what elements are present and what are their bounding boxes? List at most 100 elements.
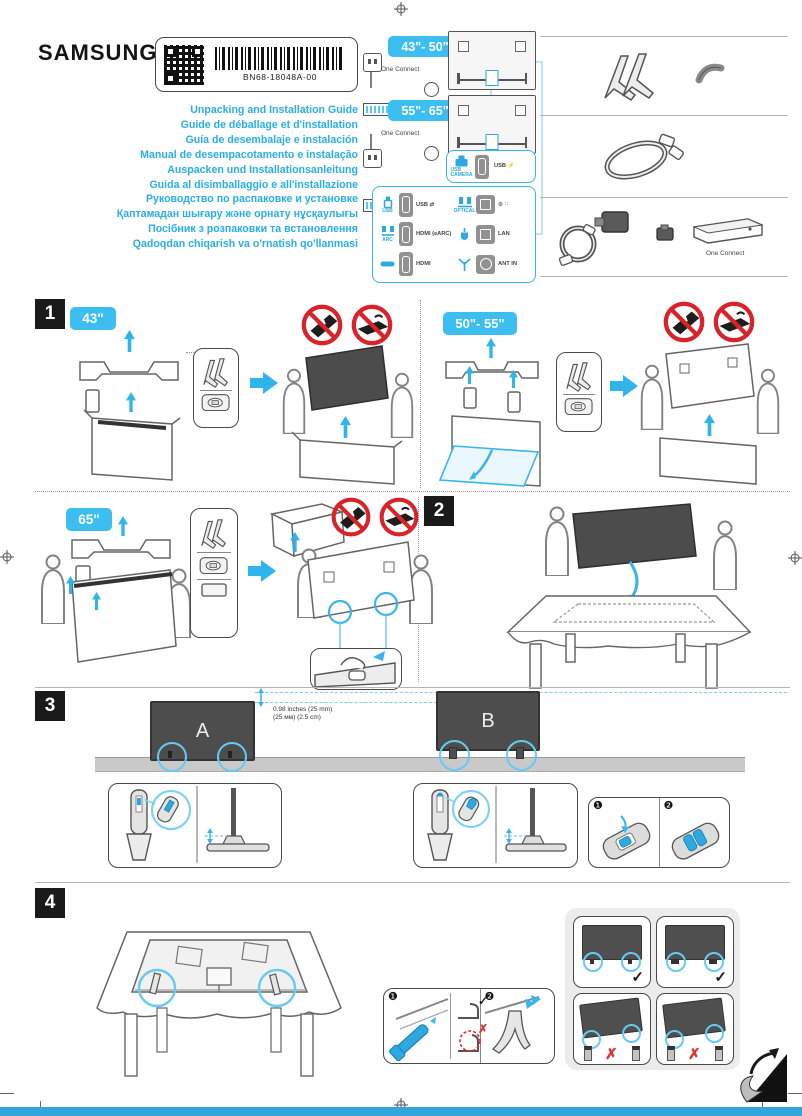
accessory-box-icon	[199, 557, 228, 575]
title-line: Қаптамадан шығару және орнату нұсқаулығы	[116, 208, 358, 221]
usb-port	[399, 192, 413, 217]
cable-tie-accessory	[604, 133, 684, 180]
port-grid: USB USB ⇄ OPTICAL ⚙ ∷ ARC HDMI (	[372, 186, 536, 283]
leg-insert-step1	[389, 998, 449, 1061]
orientation-ok-cell: ✓	[656, 916, 734, 988]
title-block: Unpacking and Installation Guide Guide d…	[60, 103, 358, 252]
usb-icon	[383, 196, 392, 208]
section-4-number: 4	[35, 888, 65, 918]
correct-mark: ✓	[714, 969, 727, 986]
tv-back-diagram-large	[448, 95, 536, 154]
soundbar-icon	[380, 261, 395, 267]
stand-parts-callout	[190, 508, 238, 638]
clip-steps-panel: ❶ ❷	[588, 797, 730, 868]
ant-port	[476, 254, 495, 274]
foot-highlight-ring	[506, 740, 537, 771]
barcode-icon	[215, 47, 345, 70]
digital-audio-out-icon: ⚙ ∷	[498, 201, 509, 208]
section-2-number: 2	[424, 496, 454, 526]
gap-arrow-icon	[258, 688, 264, 707]
gap-measurement-line2: (25 мм) (2.5 cm)	[273, 714, 321, 721]
step-1-marker: ❶	[593, 800, 603, 812]
optical-speakers-icon	[457, 196, 472, 208]
unpack-65-illustration	[41, 516, 191, 663]
hook-correct-icon	[458, 1003, 479, 1019]
part-number: BN68-18048A-00	[242, 72, 318, 82]
qr-code-icon	[164, 44, 204, 85]
hdmi-earc-label: HDMI (eARC)	[416, 231, 452, 238]
shelf	[95, 757, 745, 772]
cable-loop-icon	[424, 146, 439, 161]
power-cable-accessory	[558, 211, 629, 266]
clip-insert-step1	[602, 815, 651, 860]
accessory-box-icon	[201, 394, 230, 412]
hdmi-port	[399, 252, 413, 277]
stand-parts-callout	[556, 352, 602, 432]
usb-out-label: USB	[494, 163, 507, 170]
orientation-bad-cell: ✗	[573, 993, 651, 1065]
registration-mark-icon	[394, 2, 408, 16]
divider	[35, 687, 790, 688]
stand-parts-callout	[193, 348, 239, 428]
lift-tv-43-illustration	[282, 345, 414, 485]
orientation-bad-cell: ✗	[656, 993, 734, 1065]
stand-detail-b-illustration	[427, 786, 567, 863]
correct-mark: ✓	[477, 994, 488, 1008]
one-connect-port	[485, 134, 499, 150]
title-line: Посібник з розпаковки та встановлення	[148, 223, 358, 236]
title-line: Руководство по распаковке и установке	[145, 193, 358, 206]
wrong-mark: ✗	[477, 1022, 488, 1036]
place-on-table-illustration	[506, 503, 752, 689]
foot-highlight-ring	[157, 742, 187, 772]
stand-legs-accessory	[604, 53, 655, 101]
divider	[420, 300, 421, 488]
step-1-marker: ❶	[388, 991, 398, 1003]
wrong-mark: ✗	[688, 1046, 701, 1063]
title-line: Guida al disimballaggio e all'installazi…	[149, 178, 358, 191]
leg-attached-step2	[484, 995, 541, 1054]
stand-detail-panel-a	[108, 783, 282, 868]
next-step-arrow-icon	[610, 375, 638, 397]
lan-port	[476, 224, 495, 244]
lan-plug-icon	[461, 227, 468, 240]
stand-orientation-panel: ✓ ✓ ✗ ✗	[565, 908, 740, 1070]
crop-mark	[0, 1093, 14, 1094]
correct-mark: ✓	[631, 969, 644, 986]
page-turn-icon	[740, 1048, 787, 1103]
divider	[540, 115, 788, 116]
one-connect-label: One Connect	[381, 66, 420, 73]
product-label: BN68-18048A-00	[155, 37, 358, 92]
section-1-number: 1	[35, 299, 65, 329]
lift-tv-50-55-illustration	[640, 343, 780, 485]
divider	[35, 491, 790, 492]
stand-legs-icon	[566, 362, 591, 392]
power-outlet-icon	[363, 53, 382, 72]
lan-label: LAN	[498, 231, 510, 238]
divider	[540, 197, 788, 198]
box-aside-illustration	[269, 503, 345, 558]
hook-wrong-icon	[458, 1030, 481, 1052]
foot-highlight-ring	[439, 740, 470, 771]
registration-mark-icon	[0, 550, 14, 564]
title-line: Guía de desembalaje e instalación	[185, 133, 358, 146]
usb-camera-label: USB CAMERA	[450, 167, 473, 178]
page-edge-bar	[0, 1107, 802, 1116]
optical-port	[476, 195, 495, 215]
small-box-icon	[201, 583, 227, 597]
hdmi-label: HDMI	[416, 260, 431, 267]
orientation-ok-cell: ✓	[573, 916, 651, 988]
size-badge-43-50: 43"- 50"	[388, 36, 462, 57]
arc-label: ARC	[382, 237, 393, 244]
ant-label: ANT IN	[498, 260, 517, 267]
wrong-mark: ✗	[605, 1046, 618, 1063]
height-dash-line	[255, 702, 447, 703]
power-outlet-icon	[363, 149, 382, 168]
size-badge-55-65: 55"- 65"	[388, 100, 462, 121]
stand-legs-icon	[203, 358, 228, 388]
title-line: Manual de desempacotamento e instalação	[140, 148, 358, 161]
stand-detail-panel-b	[413, 783, 578, 868]
leg-attach-steps-panel: ❶ ✓ ✗	[383, 988, 555, 1064]
title-line: Guide de déballage et d'installation	[180, 118, 358, 131]
step-2-marker: ❷	[484, 991, 495, 1003]
